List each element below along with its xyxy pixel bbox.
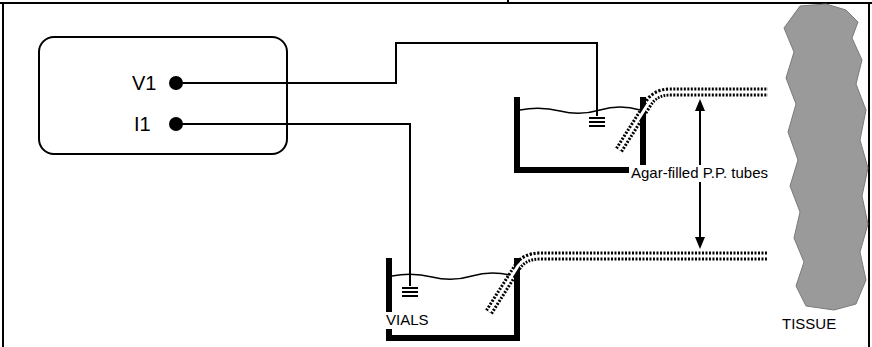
vial xyxy=(389,97,643,338)
liquid-surface xyxy=(392,107,640,279)
tissue-label: TISSUE xyxy=(782,316,836,333)
wire xyxy=(176,43,597,116)
tube-label: Agar-filled P.P. tubes xyxy=(629,165,770,182)
instrument-box: V1I1 xyxy=(38,36,288,155)
tissue-shape xyxy=(784,4,868,310)
wire xyxy=(176,124,410,286)
vials-label: VIALS xyxy=(384,312,431,329)
terminal-label: I1 xyxy=(134,113,151,135)
tissue-region: TISSUE xyxy=(778,312,868,340)
agar-tube xyxy=(489,92,768,312)
terminal-label: V1 xyxy=(132,72,156,94)
electrode xyxy=(402,118,605,296)
